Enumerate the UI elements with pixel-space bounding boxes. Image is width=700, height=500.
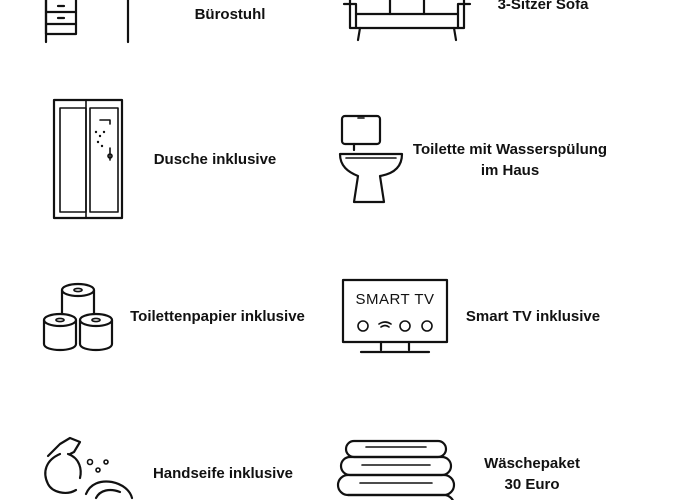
sofa-icon xyxy=(342,0,472,44)
amenity-label-8-line1: Wäschepaket xyxy=(484,455,580,472)
amenity-label-3: Dusche inklusive xyxy=(153,151,277,168)
amenity-label-4-line1: Toilette mit Wasserspülung xyxy=(412,141,608,158)
toilet-paper-icon xyxy=(42,282,114,352)
amenity-label-7: Handseife inklusive xyxy=(152,465,294,482)
amenity-label-4-line2: im Haus xyxy=(480,162,540,179)
amenity-label-2: 3-Sitzer Sofa xyxy=(497,0,589,13)
shower-icon xyxy=(52,98,124,220)
toilet-icon xyxy=(336,114,408,210)
tv-icon: SMART TV xyxy=(341,278,449,356)
amenity-label-1: Bürostuhl xyxy=(194,6,266,23)
amenity-label-6: Smart TV inklusive xyxy=(465,308,601,325)
hand-soap-icon xyxy=(40,432,138,500)
tv-screen-text: SMART TV xyxy=(355,291,435,308)
towels-icon xyxy=(336,437,456,500)
amenity-label-5: Toilettenpapier inklusive xyxy=(130,308,305,325)
amenity-label-8: Wäschepaket 30 Euro xyxy=(462,453,602,495)
desk-icon xyxy=(40,0,135,46)
amenity-label-4: Toilette mit Wasserspülung im Haus xyxy=(400,139,620,181)
amenity-label-8-line2: 30 Euro xyxy=(504,476,560,493)
